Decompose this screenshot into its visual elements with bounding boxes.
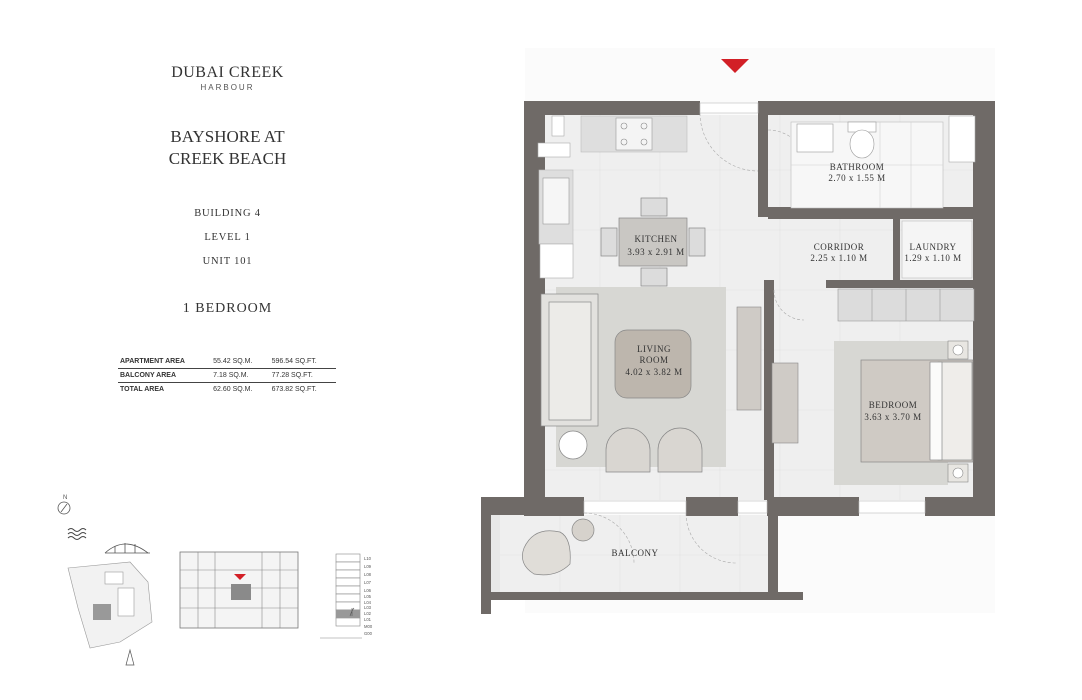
level-tick: G00	[364, 631, 373, 636]
area-sqft: 77.28 SQ.FT.	[269, 368, 336, 383]
area-sqft: 596.54 SQ.FT.	[269, 355, 336, 369]
dresser	[771, 362, 799, 444]
room-dims-bedroom: 3.63 x 3.70 M	[864, 412, 921, 422]
bridge-icon	[104, 543, 150, 554]
room-dims-laundry: 1.29 x 1.10 M	[904, 253, 961, 263]
building-label: BUILDING 4	[194, 208, 261, 219]
room-name-living-2: ROOM	[639, 355, 668, 365]
table-row: APARTMENT AREA 55.42 SQ.M. 596.54 SQ.FT.	[118, 355, 336, 369]
room-name-corridor: CORRIDOR	[814, 242, 865, 252]
project-line1: BAYSHORE AT	[170, 127, 285, 146]
level-stack: L10 L09 L08 L07 L06 L05 L04 L03 L02 L01 …	[320, 553, 373, 639]
lounge-chair	[522, 518, 595, 576]
brand-sub: HARBOUR	[200, 83, 255, 92]
floor-plan: BATHROOM 2.70 x 1.55 M KITCHEN 3.93 x 2.…	[481, 48, 995, 614]
water-icon	[67, 528, 87, 540]
entrance-marker-icon	[721, 59, 749, 73]
room-name-balcony: BALCONY	[611, 548, 658, 558]
room-name-living: LIVING	[637, 344, 671, 354]
cooktop-icon	[615, 117, 653, 151]
brand-logo: DUBAI CREEK HARBOUR	[120, 64, 335, 92]
area-sqm: 55.42 SQ.M.	[211, 355, 270, 369]
level-tick: L10	[364, 556, 372, 561]
fridge-icon	[539, 243, 574, 279]
level-label: LEVEL 1	[204, 232, 251, 243]
palm-icon	[349, 607, 355, 617]
sofa	[540, 293, 599, 427]
tower-icon	[125, 648, 135, 666]
level-tick: L02	[364, 611, 372, 616]
level-tick: M00	[364, 624, 373, 629]
area-sqft: 673.82 SQ.FT.	[271, 386, 317, 393]
level-tick: L07	[364, 580, 372, 585]
level-tick: L04	[364, 600, 372, 605]
level-tick: L01	[364, 617, 372, 622]
room-name-bathroom: BATHROOM	[830, 162, 885, 172]
level-tick: L08	[364, 572, 372, 577]
room-dims-corridor: 2.25 x 1.10 M	[810, 253, 867, 263]
unit-highlight	[231, 584, 251, 600]
level-tick: L09	[364, 564, 372, 569]
room-dims-kitchen: 3.93 x 2.91 M	[627, 247, 684, 257]
room-name-laundry: LAUNDRY	[909, 242, 956, 252]
bed	[860, 359, 974, 463]
brand-name: DUBAI CREEK	[171, 64, 284, 81]
site-plan	[67, 561, 153, 666]
floor-key-plan	[179, 551, 299, 629]
nightstand	[947, 340, 969, 483]
armchair	[605, 427, 703, 473]
area-label: BALCONY AREA	[118, 368, 212, 383]
unit-marker-icon	[234, 574, 246, 580]
area-sqm: 7.18 SQ.M.	[211, 368, 270, 383]
side-table	[558, 430, 588, 460]
basin-icon	[796, 123, 834, 153]
table-row: TOTAL AREA 62.60 SQ.M. 673.82 SQ.FT.	[118, 383, 336, 397]
area-label: APARTMENT AREA	[118, 355, 212, 369]
room-dims-bathroom: 2.70 x 1.55 M	[828, 173, 885, 183]
area-sqm: 62.60 SQ.M.	[213, 386, 253, 393]
project-title: BAYSHORE AT CREEK BEACH	[110, 126, 345, 170]
room-name-bedroom: BEDROOM	[869, 400, 918, 410]
sink-icon	[542, 177, 570, 225]
unit-label: UNIT 101	[202, 256, 253, 267]
dining-table	[600, 197, 706, 287]
level-tick: L03	[364, 605, 372, 610]
area-table: APARTMENT AREA 55.42 SQ.M. 596.54 SQ.FT.…	[118, 355, 336, 396]
level-tick: L05	[364, 594, 372, 599]
compass-icon	[57, 501, 71, 515]
room-dims-living: 4.02 x 3.82 M	[625, 367, 682, 377]
bedroom-count: 1 BEDROOM	[182, 301, 273, 316]
room-name-kitchen: KITCHEN	[635, 234, 678, 244]
coffee-table	[614, 329, 692, 399]
level-tick: L06	[364, 588, 372, 593]
tv-unit	[736, 306, 762, 411]
toilet-icon	[847, 121, 877, 159]
project-line2: CREEK BEACH	[168, 149, 287, 168]
key-plans: N	[57, 495, 373, 666]
compass-label: N	[63, 495, 67, 501]
table-row: BALCONY AREA 7.18 SQ.M. 77.28 SQ.FT.	[118, 368, 336, 383]
area-label: TOTAL AREA	[120, 386, 165, 393]
